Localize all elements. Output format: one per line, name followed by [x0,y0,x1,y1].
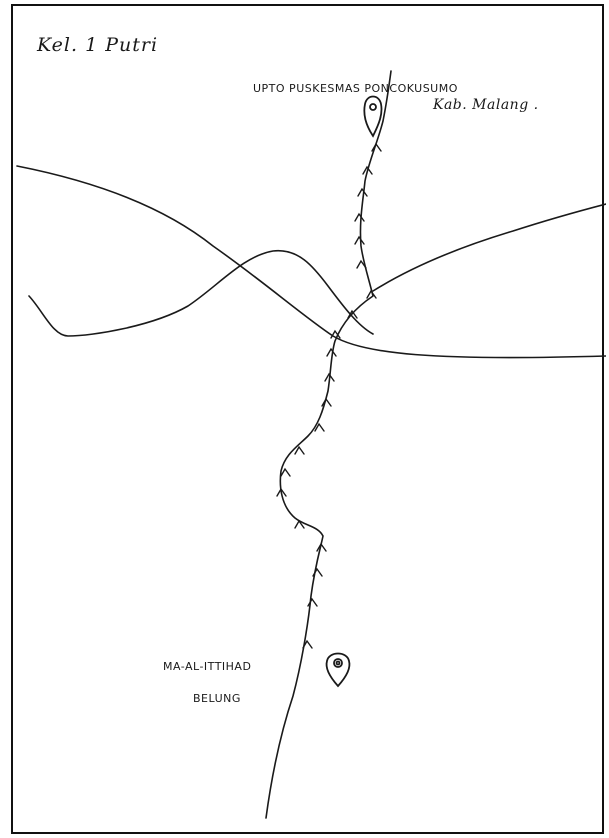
route-arrow [362,165,373,175]
route-arrow [366,289,377,299]
route-arrow [354,212,365,222]
route-arrow [326,347,337,357]
route-arrow [324,372,335,382]
route-arrow [280,467,291,477]
route-arrow [302,639,313,649]
origin-map-pin-icon [325,652,351,688]
route-arrow [321,397,332,407]
route-arrow [354,235,365,245]
route-arrow [312,567,323,577]
destination-region: Kab. Malang . [433,97,539,113]
route-arrow [314,422,325,432]
route-arrow [357,187,368,197]
route-arrow [294,445,305,455]
origin-name: MA-AL-ITTIHAD [163,660,252,673]
route-arrow [371,142,382,152]
map-sheet: Kel. 1 Putri UPTO PUSKESMAS PONCOKUSUMO … [11,4,606,834]
group-label: Kel. 1 Putri [37,34,159,56]
route-arrow [330,329,341,339]
route-arrow [347,309,358,319]
road-to-upper-right [372,203,606,292]
origin-region: BELUNG [193,692,241,705]
route-arrow [316,542,327,552]
road-left-to-right [16,165,606,359]
route-arrow [356,259,367,269]
road-hump [28,249,374,337]
destination-name: UPTO PUSKESMAS PONCOKUSUMO [253,82,458,95]
route-line [265,70,392,819]
map-drawing [16,70,606,819]
route-arrow [307,597,318,607]
route-arrow [294,519,305,529]
destination-map-pin-icon [363,95,383,138]
route-arrow [276,487,287,497]
